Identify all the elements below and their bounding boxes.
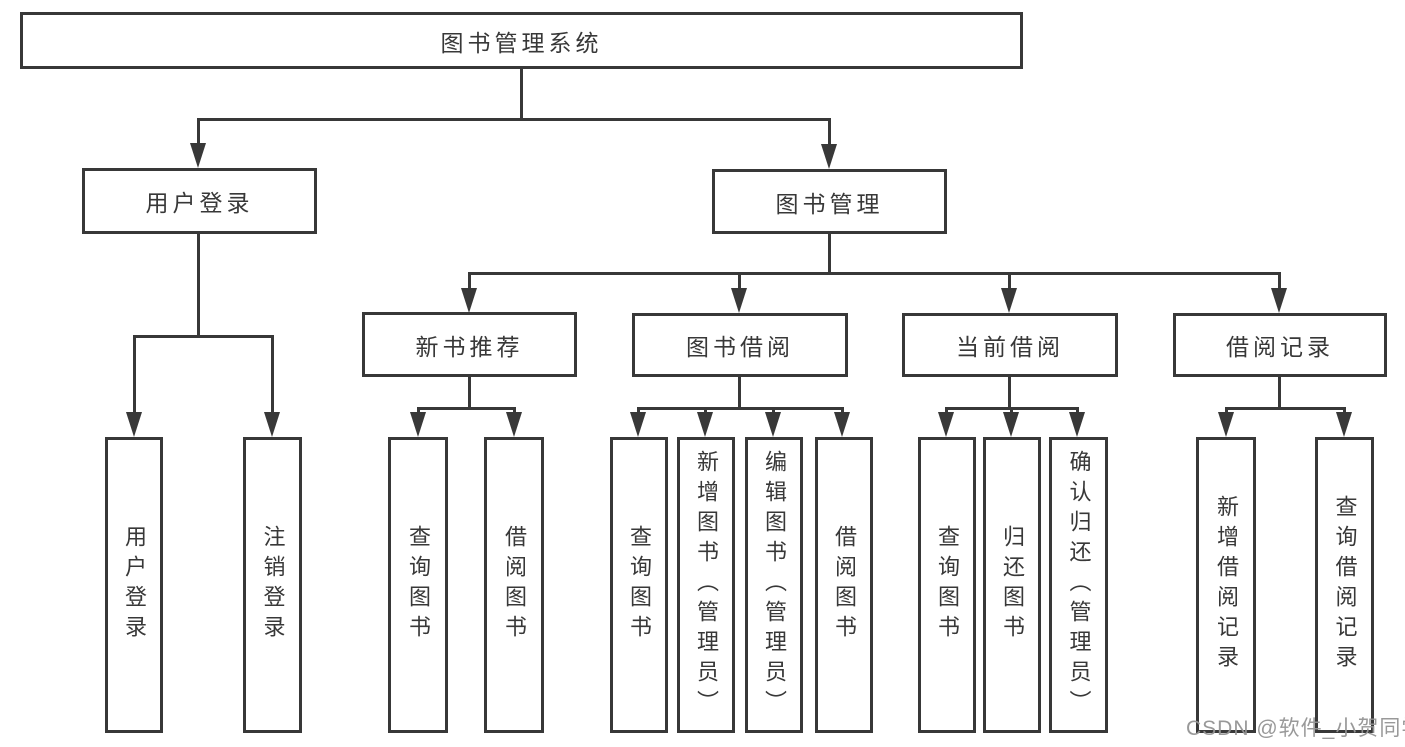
arrow-down-icon bbox=[938, 412, 954, 437]
leaf-user-login-label: 用户登录 bbox=[122, 525, 147, 645]
leaf-edit-book-admin-label: 编辑图书（管理员） bbox=[762, 450, 787, 720]
connector-leaf-drop bbox=[945, 407, 948, 414]
arrow-down-icon bbox=[834, 412, 850, 437]
arrow-down-icon bbox=[1003, 412, 1019, 437]
connector-leaf-drop bbox=[1076, 407, 1079, 414]
arrow-down-icon bbox=[630, 412, 646, 437]
connector-leaf-drop bbox=[637, 407, 640, 414]
node-book-borrow: 图书借阅 bbox=[632, 313, 848, 377]
arrow-down-icon bbox=[731, 288, 747, 313]
leaf-query-borrow-record-label: 查询借阅记录 bbox=[1332, 495, 1358, 675]
leaf-return-book: 归还图书 bbox=[983, 437, 1041, 733]
leaf-user-login: 用户登录 bbox=[105, 437, 163, 733]
leaf-confirm-return-admin: 确认归还（管理员） bbox=[1049, 437, 1108, 733]
connector-leaf-drop bbox=[1225, 407, 1228, 414]
connector-book-mgmt-drop bbox=[828, 118, 831, 145]
connector-module-split bbox=[1225, 407, 1345, 410]
connector-leaf-drop bbox=[772, 407, 775, 414]
leaf-add-borrow-record-label: 新增借阅记录 bbox=[1214, 495, 1239, 675]
connector-module-split bbox=[637, 407, 844, 410]
connector-module-drop bbox=[738, 272, 741, 289]
arrow-down-icon bbox=[1069, 412, 1085, 437]
connector-leaf-drop bbox=[841, 407, 844, 414]
arrow-down-icon bbox=[1336, 412, 1352, 437]
connector-level3-split bbox=[468, 272, 1281, 275]
leaf-logout: 注销登录 bbox=[243, 437, 302, 733]
leaf-query-book-1-label: 查询图书 bbox=[406, 525, 431, 645]
node-current-borrow: 当前借阅 bbox=[902, 313, 1118, 377]
arrow-down-icon bbox=[410, 412, 426, 437]
leaf-query-book-2: 查询图书 bbox=[610, 437, 668, 733]
leaf-return-book-label: 归还图书 bbox=[1000, 525, 1025, 645]
arrow-down-icon bbox=[765, 412, 781, 437]
leaf-borrow-book-2: 借阅图书 bbox=[815, 437, 873, 733]
leaf-add-book-admin: 新增图书（管理员） bbox=[677, 437, 735, 733]
connector-module-stem bbox=[738, 377, 741, 407]
node-user-login-label: 用户登录 bbox=[145, 190, 254, 216]
node-new-book-recommend: 新书推荐 bbox=[362, 312, 577, 377]
connector-module-drop bbox=[1008, 272, 1011, 289]
node-current-borrow-label: 当前借阅 bbox=[956, 334, 1064, 360]
node-root: 图书管理系统 bbox=[20, 12, 1023, 69]
node-borrow-record: 借阅记录 bbox=[1173, 313, 1387, 377]
node-user-login: 用户登录 bbox=[82, 168, 317, 234]
leaf-query-borrow-record: 查询借阅记录 bbox=[1315, 437, 1374, 733]
leaf-add-borrow-record: 新增借阅记录 bbox=[1196, 437, 1256, 733]
leaf-confirm-return-admin-label: 确认归还（管理员） bbox=[1066, 450, 1092, 720]
connector-user-login-split bbox=[133, 335, 274, 338]
arrow-down-icon bbox=[1218, 412, 1234, 437]
connector-leaf-drop bbox=[1010, 407, 1013, 414]
connector-module-drop bbox=[1278, 272, 1281, 289]
leaf-edit-book-admin: 编辑图书（管理员） bbox=[745, 437, 803, 733]
connector-module-split bbox=[417, 407, 516, 410]
connector-user-login-stem bbox=[197, 233, 200, 335]
connector-user-login-drop bbox=[197, 118, 200, 145]
arrow-down-icon bbox=[126, 412, 142, 437]
connector-module-stem bbox=[468, 377, 471, 407]
arrow-down-icon bbox=[506, 412, 522, 437]
node-root-label: 图书管理系统 bbox=[440, 29, 603, 56]
node-borrow-record-label: 借阅记录 bbox=[1226, 334, 1334, 360]
leaf-add-book-admin-label: 新增图书（管理员） bbox=[694, 450, 719, 720]
arrow-down-icon bbox=[697, 412, 713, 437]
connector-module-drop bbox=[468, 272, 471, 289]
connector-leaf-drop bbox=[271, 335, 274, 412]
arrow-down-icon bbox=[190, 143, 206, 168]
node-book-management-label: 图书管理 bbox=[775, 190, 884, 217]
connector-module-stem bbox=[1278, 377, 1281, 407]
node-new-book-recommend-label: 新书推荐 bbox=[415, 333, 524, 360]
connector-leaf-drop bbox=[133, 335, 136, 412]
connector-book-mgmt-stem bbox=[828, 233, 831, 273]
connector-level1-split bbox=[197, 118, 831, 121]
leaf-query-book-3: 查询图书 bbox=[918, 437, 976, 733]
arrow-down-icon bbox=[821, 144, 837, 169]
arrow-down-icon bbox=[1271, 288, 1287, 313]
connector-leaf-drop bbox=[513, 407, 516, 414]
leaf-query-book-2-label: 查询图书 bbox=[627, 525, 652, 645]
leaf-borrow-book-2-label: 借阅图书 bbox=[832, 525, 857, 645]
connector-module-stem bbox=[1008, 377, 1011, 407]
node-book-management: 图书管理 bbox=[712, 169, 947, 234]
node-book-borrow-label: 图书借阅 bbox=[686, 334, 794, 360]
leaf-query-book-3-label: 查询图书 bbox=[935, 525, 960, 645]
leaf-borrow-book-1: 借阅图书 bbox=[484, 437, 544, 733]
arrow-down-icon bbox=[264, 412, 280, 437]
connector-leaf-drop bbox=[1343, 407, 1346, 414]
arrow-down-icon bbox=[461, 288, 477, 313]
connector-leaf-drop bbox=[417, 407, 420, 414]
connector-leaf-drop bbox=[704, 407, 707, 414]
leaf-query-book-1: 查询图书 bbox=[388, 437, 448, 733]
leaf-borrow-book-1-label: 借阅图书 bbox=[502, 525, 527, 645]
csdn-watermark: CSDN @软件_小贺同学 bbox=[1186, 717, 1405, 740]
arrow-down-icon bbox=[1001, 288, 1017, 313]
connector-root-stem bbox=[520, 68, 523, 119]
leaf-logout-label: 注销登录 bbox=[260, 525, 286, 645]
